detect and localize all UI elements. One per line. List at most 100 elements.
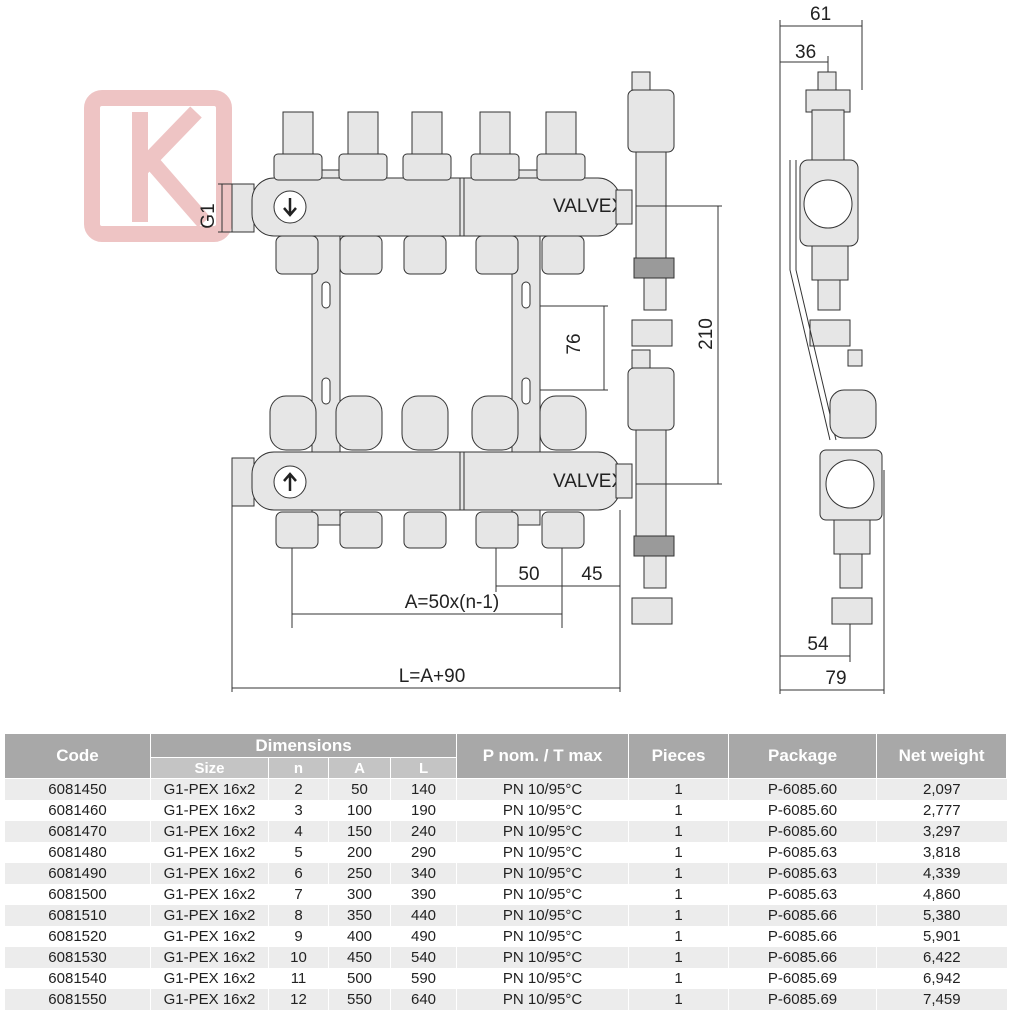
dim-height-between-bars: 210 (696, 318, 717, 350)
a-cell: 200 (328, 842, 391, 863)
size-cell: G1-PEX 16x2 (150, 905, 269, 926)
a-cell: 150 (328, 821, 391, 842)
manifold-technical-drawing: VALVEX (84, 4, 885, 694)
brand-mark-top: VALVEX (553, 196, 624, 217)
a-cell: 350 (328, 905, 391, 926)
spec-table: Code Dimensions P nom. / T max Pieces Pa… (4, 733, 1008, 1010)
pressure-cell: PN 10/95°C (456, 926, 629, 947)
size-cell: G1-PEX 16x2 (150, 778, 269, 800)
pressure-cell: PN 10/95°C (456, 905, 629, 926)
dim-outlet-pitch: 50 (518, 564, 539, 585)
pieces-cell: 1 (628, 926, 729, 947)
code-cell: 6081540 (4, 968, 151, 989)
a-cell: 550 (328, 989, 391, 1010)
l-cell: 490 (389, 926, 457, 947)
package-cell: P-6085.69 (728, 968, 877, 989)
a-cell: 500 (328, 968, 391, 989)
dimension-lines (218, 20, 885, 694)
pieces-cell: 1 (628, 778, 729, 800)
top-outlet-row (275, 235, 585, 275)
package-cell: P-6085.63 (728, 842, 877, 863)
code-cell: 6081480 (4, 842, 151, 863)
package-cell: P-6085.60 (728, 821, 877, 842)
weight-cell: 4,860 (876, 884, 1007, 905)
weight-cell: 2,097 (876, 778, 1007, 800)
package-cell: P-6085.66 (728, 947, 877, 968)
a-cell: 400 (328, 926, 391, 947)
end-assembly (627, 71, 675, 625)
pieces-cell: 1 (628, 968, 729, 989)
l-cell: 190 (389, 800, 457, 821)
header-weight: Net weight (876, 733, 1008, 779)
size-cell: G1-PEX 16x2 (150, 863, 269, 884)
pressure-cell: PN 10/95°C (456, 989, 629, 1010)
l-cell: 390 (389, 884, 457, 905)
l-cell: 440 (389, 905, 457, 926)
l-cell: 290 (389, 842, 457, 863)
pieces-cell: 1 (628, 821, 729, 842)
weight-cell: 3,818 (876, 842, 1007, 863)
package-cell: P-6085.60 (728, 778, 877, 800)
code-cell: 6081500 (4, 884, 151, 905)
weight-cell: 6,942 (876, 968, 1007, 989)
pressure-cell: PN 10/95°C (456, 968, 629, 989)
code-cell: 6081530 (4, 947, 151, 968)
n-cell: 4 (268, 821, 329, 842)
dim-side-bottom-offset: 54 (807, 634, 829, 655)
pieces-cell: 1 (628, 989, 729, 1010)
manifold-side-view (789, 71, 883, 625)
package-cell: P-6085.66 (728, 926, 877, 947)
pieces-cell: 1 (628, 905, 729, 926)
header-dimensions: Dimensions (149, 733, 458, 758)
dim-side-bottom-width: 79 (825, 668, 846, 689)
pressure-cell: PN 10/95°C (456, 821, 629, 842)
weight-cell: 7,459 (876, 989, 1007, 1010)
weight-cell: 2,777 (876, 800, 1007, 821)
weight-cell: 4,339 (876, 863, 1007, 884)
a-cell: 100 (328, 800, 391, 821)
n-cell: 10 (268, 947, 329, 968)
n-cell: 12 (268, 989, 329, 1010)
pressure-cell: PN 10/95°C (456, 947, 629, 968)
code-cell: 6081450 (4, 778, 151, 800)
n-cell: 8 (268, 905, 329, 926)
header-pieces: Pieces (628, 733, 730, 779)
code-cell: 6081510 (4, 905, 151, 926)
dim-side-valve-width: 36 (795, 42, 816, 63)
l-cell: 590 (389, 968, 457, 989)
flowmeter-row (273, 111, 586, 181)
size-cell: G1-PEX 16x2 (150, 926, 269, 947)
subheader-size: Size (150, 757, 269, 779)
size-cell: G1-PEX 16x2 (150, 821, 269, 842)
manifold-front-view: VALVEX (231, 71, 675, 625)
dim-pipe-spacing: 76 (564, 333, 585, 354)
package-cell: P-6085.63 (728, 863, 877, 884)
subheader-n: n (268, 757, 329, 779)
l-cell: 140 (389, 778, 457, 800)
watermark-logo (84, 90, 232, 242)
l-cell: 540 (389, 947, 457, 968)
header-pressure: P nom. / T max (456, 733, 630, 779)
pressure-cell: PN 10/95°C (456, 884, 629, 905)
package-cell: P-6085.69 (728, 989, 877, 1010)
pieces-cell: 1 (628, 884, 729, 905)
header-package: Package (728, 733, 878, 779)
size-cell: G1-PEX 16x2 (150, 884, 269, 905)
l-cell: 340 (389, 863, 457, 884)
pieces-cell: 1 (628, 947, 729, 968)
pressure-cell: PN 10/95°C (456, 842, 629, 863)
pieces-cell: 1 (628, 842, 729, 863)
pressure-cell: PN 10/95°C (456, 778, 629, 800)
brand-mark-bottom: VALVEX (553, 471, 624, 492)
pieces-cell: 1 (628, 863, 729, 884)
size-cell: G1-PEX 16x2 (150, 989, 269, 1010)
weight-cell: 5,901 (876, 926, 1007, 947)
dim-l-formula: L=A+90 (399, 666, 466, 687)
dim-side-total-width: 61 (810, 4, 831, 25)
